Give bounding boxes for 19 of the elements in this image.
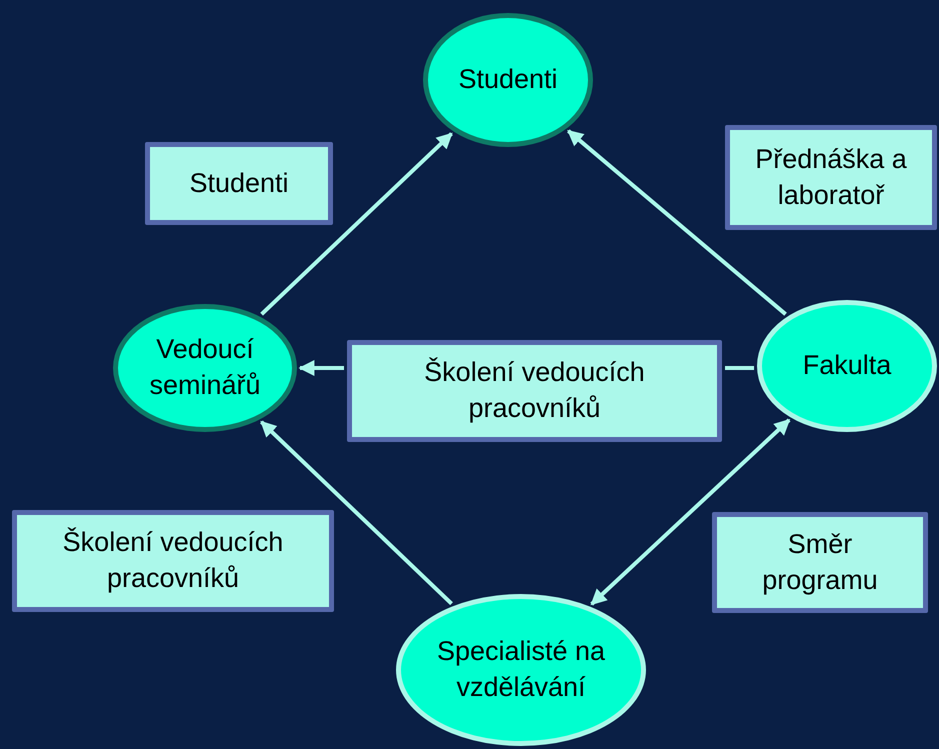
node-text: Školení vedoucích pracovníků — [62, 526, 284, 595]
node-text: Vedoucí seminářů — [148, 333, 262, 402]
label-box — [347, 340, 722, 442]
label-box — [712, 512, 928, 613]
node-text: Školení vedoucích pracovníků — [423, 356, 646, 425]
arrow — [298, 360, 344, 376]
node-text: Fakulta — [802, 349, 892, 382]
node-text: Studenti — [189, 166, 289, 200]
node-text: Směr programu — [761, 528, 879, 597]
node-text: Přednáška a laboratoř — [754, 142, 908, 212]
arrow — [260, 420, 453, 606]
node-text: Specialisté na vzdělávání — [436, 635, 606, 704]
label-box — [145, 142, 333, 225]
arrow — [260, 132, 453, 316]
arrow — [590, 418, 790, 606]
label-box — [12, 510, 334, 612]
arrow — [567, 129, 787, 316]
label-box — [725, 125, 937, 230]
node-text: Studenti — [458, 63, 558, 96]
